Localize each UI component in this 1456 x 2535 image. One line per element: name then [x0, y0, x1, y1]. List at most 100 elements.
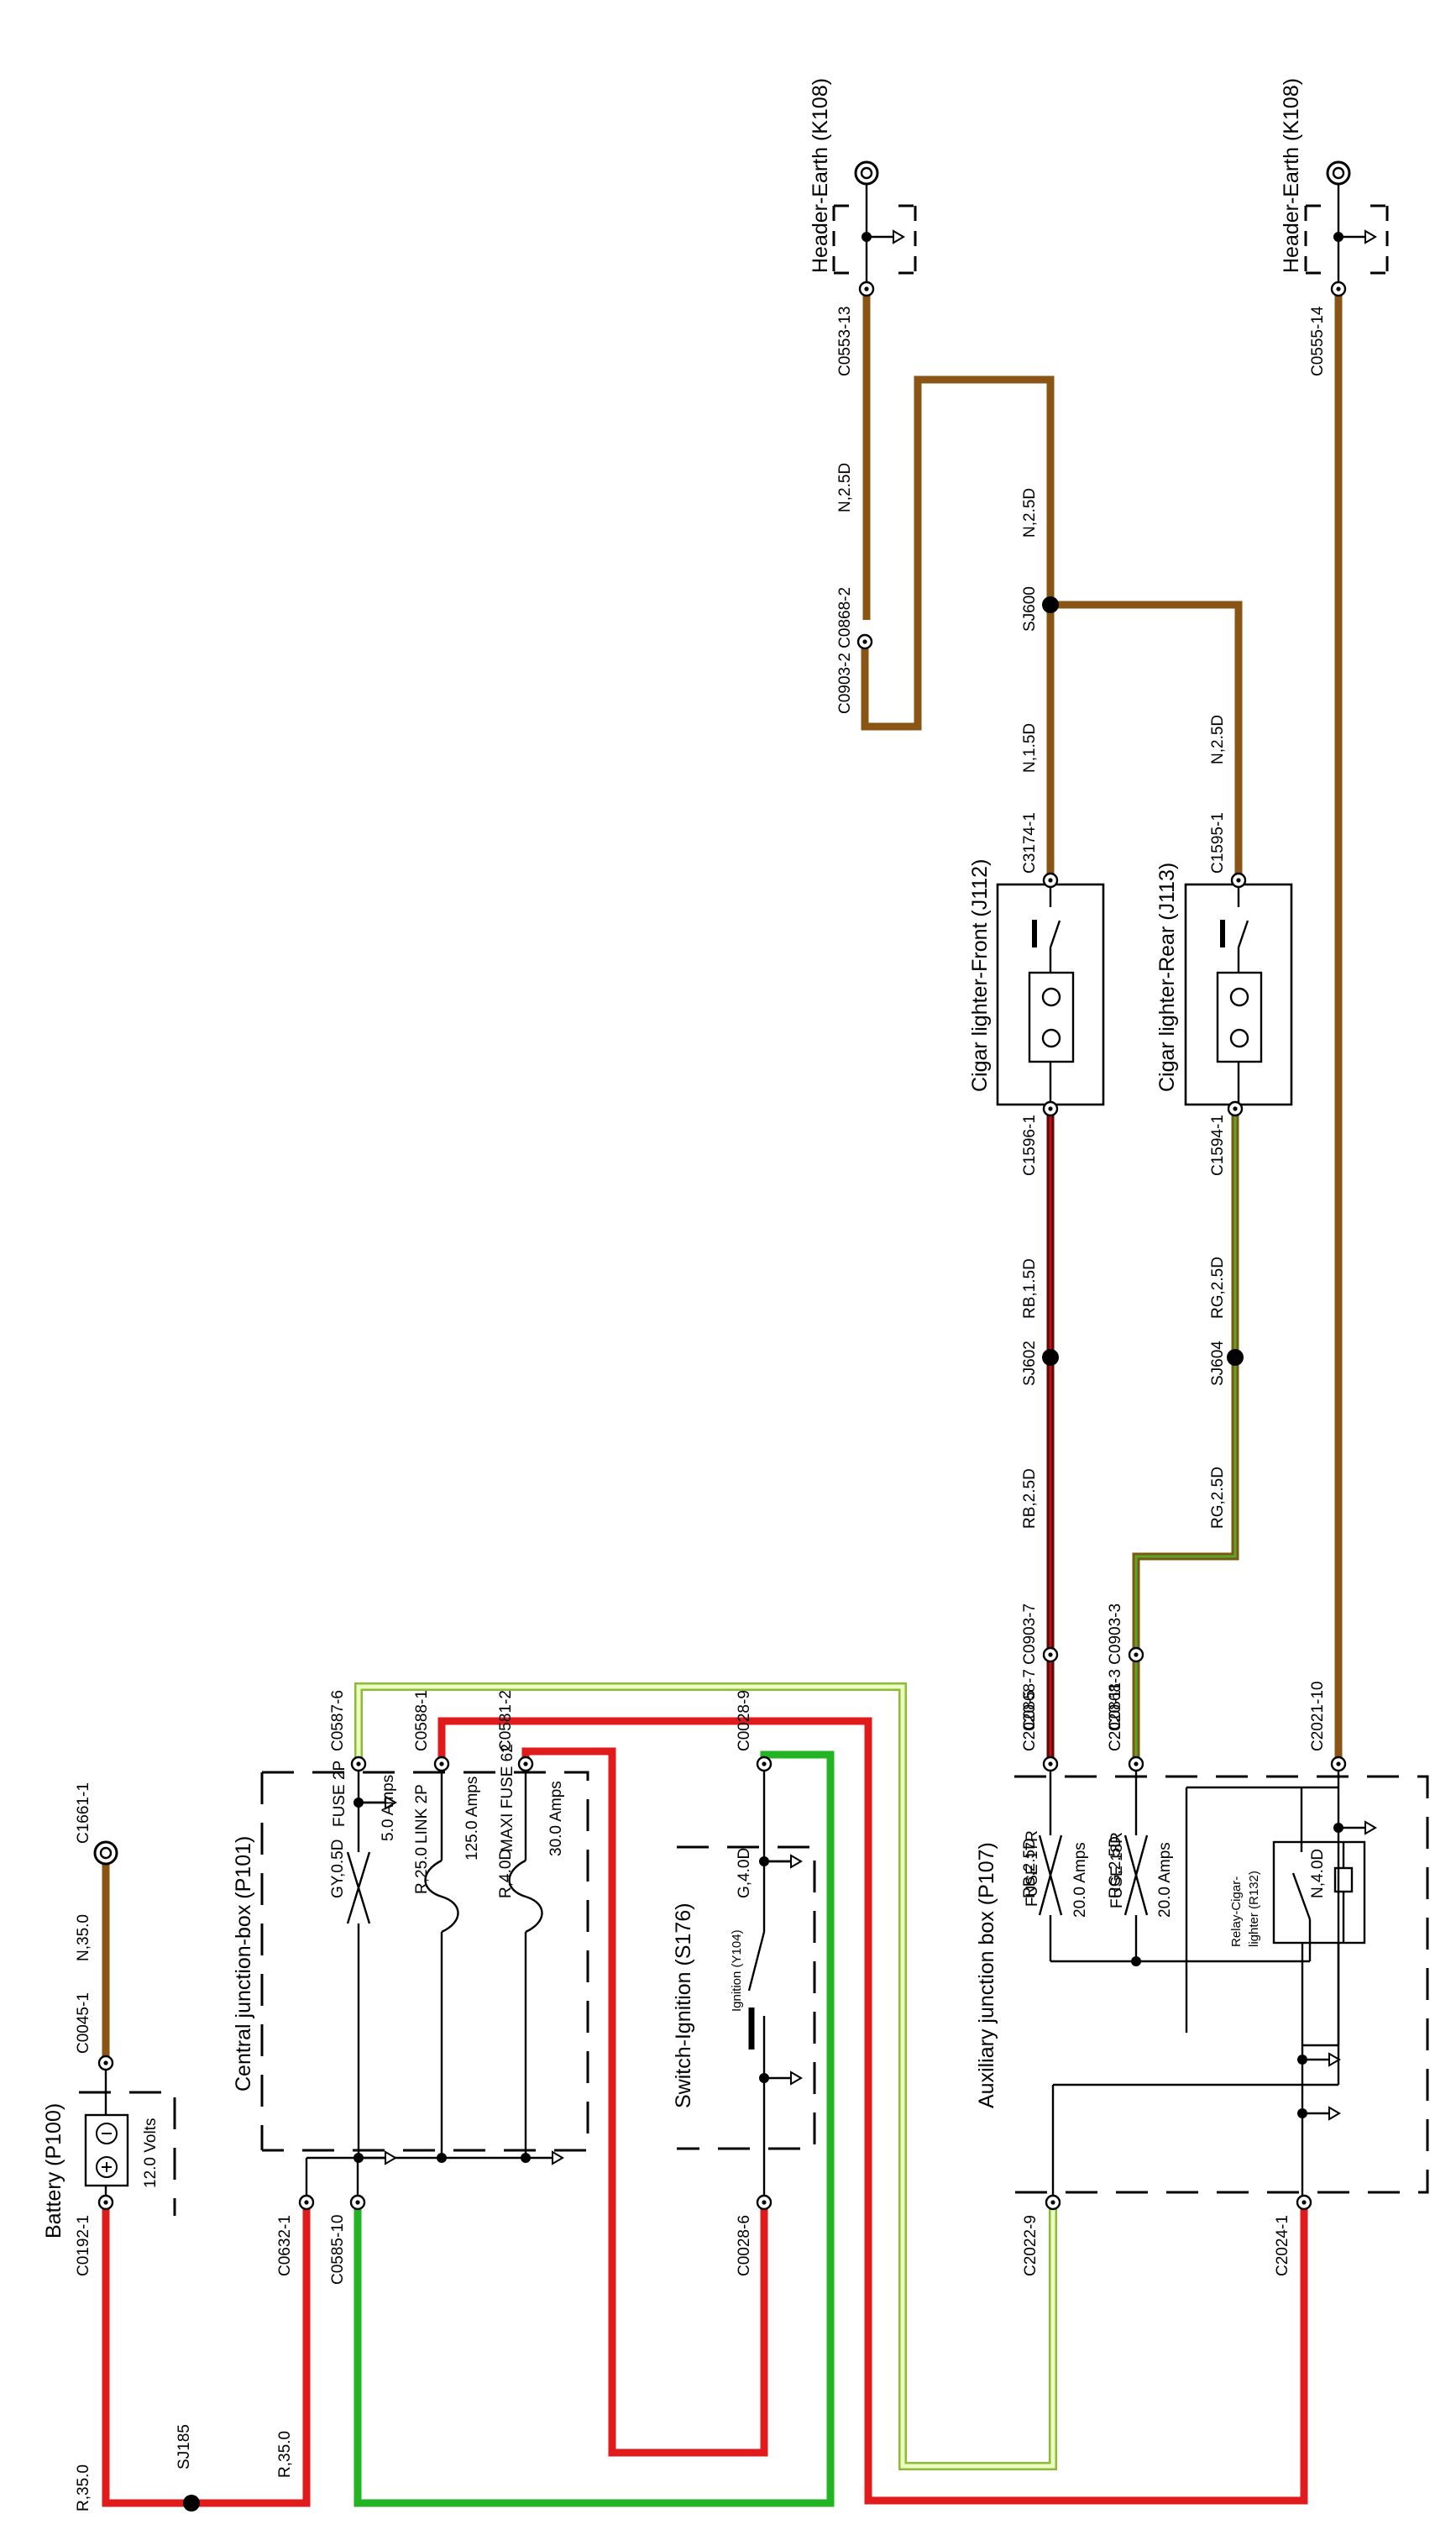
label-c0903-2-c0868-2: C0903-2 C0868-2: [836, 587, 854, 714]
wire-label-r-35-b: R,35.0: [276, 2431, 294, 2478]
label-c0192-1: C0192-1: [75, 2215, 92, 2276]
header-earth-k108-right: [1304, 160, 1389, 297]
label-c1596-1: C1596-1: [1021, 1115, 1039, 1176]
label-c0045-1: C0045-1: [75, 1992, 92, 2054]
fuse-2p-label: FUSE 2P: [331, 1761, 348, 1827]
lighter-front-switch-icon: [1049, 920, 1061, 948]
wire-label-r-25: R,25.0: [413, 1847, 431, 1894]
earth-ring-icon: [1326, 160, 1351, 186]
label-c0632-1: C0632-1: [276, 2215, 294, 2276]
label-c0588-1: C0588-1: [413, 1690, 431, 1751]
wire-label-rg-2-5d-b: RG,2.5D: [1209, 1467, 1227, 1529]
header-earth-right-title: Header-Earth (K108): [1280, 78, 1303, 273]
lighter-front-title: Cigar lighter-Front (J112): [968, 859, 992, 1092]
lighter-rear-switch-icon: [1237, 920, 1249, 948]
label-c0868-3-c0903-3: C0868-3 C0903-3: [1107, 1603, 1124, 1730]
label-c0028-9: C0028-9: [736, 1690, 753, 1751]
fuse-2p-icon: [346, 1851, 371, 1924]
fuse-17r-amps: 20.0 Amps: [1071, 1842, 1089, 1918]
earth-ring-icon: [854, 160, 879, 186]
connector-c0903-2-icon: [856, 633, 873, 650]
fuse-17r-icon: [1038, 1834, 1063, 1916]
aux-jb-title: Auxiliary junction box (P107): [975, 1842, 998, 2108]
relay-label-2: lighter (R132): [1247, 1871, 1261, 1947]
wire-label-rb-1-5d: RB,1.5D: [1021, 1258, 1039, 1319]
label-c0585-10: C0585-10: [329, 2215, 347, 2285]
wire-label-n-2-5d-a: N,2.5D: [1021, 488, 1039, 538]
fuse-18r-icon: [1123, 1834, 1149, 1916]
fuse-18r-label: FUSE 18R: [1108, 1832, 1126, 1908]
wire-r-4-0d: [521, 1747, 768, 2457]
label-c0555-14: C0555-14: [1309, 306, 1327, 376]
label-c0587-6: C0587-6: [329, 1690, 347, 1751]
wire-rg: [1132, 1111, 1239, 1761]
label-c2021-10: C2021-10: [1309, 1682, 1327, 1751]
relay-label-1: Relay-Cigar-: [1229, 1876, 1244, 1947]
ignition-contact-icon: [747, 1931, 766, 1992]
splice-sj600: [1042, 596, 1059, 613]
label-c1595-1: C1595-1: [1209, 812, 1227, 874]
link-2p-amps: 125.0 Amps: [464, 1777, 481, 1861]
link-2p-icon: [424, 1859, 459, 1934]
splice-label-sj604: SJ604: [1209, 1341, 1227, 1386]
splice-label-sj600: SJ600: [1021, 586, 1039, 632]
wire-label-g-4-0d: G,4.0D: [736, 1848, 753, 1898]
wire-label-n-2-5d-c: N,2.5D: [1209, 715, 1227, 764]
label-c2020-5: C2020-5: [1021, 1690, 1039, 1751]
ignition-switch-s176: [677, 1756, 816, 2211]
battery-p100: [79, 2055, 176, 2216]
label-c0581-2: C0581-2: [497, 1690, 515, 1751]
wire-label-n-4-0d: N,4.0D: [1309, 1849, 1327, 1898]
battery-title: Battery (P100): [42, 2103, 65, 2238]
wire-n-rear-earth: [1050, 601, 1243, 878]
wire-r-35-battery: [102, 2203, 311, 2507]
wire-label-n-1-5d: N,1.5D: [1021, 723, 1039, 773]
cigar-lighter-front-j112: [996, 872, 1105, 1117]
relay-contact-icon: [1291, 1872, 1312, 1920]
lighter-rear-title: Cigar lighter-Rear (J113): [1155, 863, 1179, 1092]
ignition-switch-sub: Ignition (Y104): [730, 1929, 744, 2012]
central-junction-box-p101: [260, 1756, 589, 2211]
central-jb-title: Central junction-box (P101): [232, 1836, 255, 2092]
battery-earth-ring-icon: [93, 1840, 118, 1866]
wire-label-rg-2-5d-a: RG,2.5D: [1107, 1836, 1124, 1898]
maxi-fuse-62-label: MAXI FUSE 62: [499, 1744, 516, 1852]
wire-label-r-4-0d: R,4.0D: [497, 1849, 515, 1898]
label-c3174-1: C3174-1: [1021, 812, 1039, 874]
connector-c0868-7-icon: [1042, 1646, 1059, 1663]
label-c1661-1: C1661-1: [75, 1782, 92, 1844]
label-c0868-7-c0903-7: C0868-7 C0903-7: [1021, 1603, 1039, 1730]
wire-g-4-0d: [354, 1750, 835, 2507]
wire-n-2-5d-loop: [861, 375, 1055, 731]
wire-r-25: [437, 1717, 1308, 2505]
wire-label-rg-2-5d-c: RG,2.5D: [1209, 1257, 1227, 1319]
fuse-17r-label: FUSE 17R: [1024, 1830, 1041, 1907]
wire-label-rb-2-5d-b: RB,2.5D: [1021, 1468, 1039, 1529]
label-c1594-1: C1594-1: [1209, 1115, 1227, 1176]
wire-label-n-35: N,35.0: [75, 1914, 92, 1961]
label-c2020-11: C2020-11: [1107, 1682, 1124, 1751]
connector-c0868-3-icon: [1128, 1646, 1144, 1663]
wire-label-r-35-a: R,35.0: [75, 2464, 92, 2511]
maxi-fuse-62-icon: [508, 1859, 543, 1934]
battery-voltage: 12.0 Volts: [142, 2118, 160, 2188]
splice-sj604: [1227, 1349, 1244, 1366]
fuse-2p-amps: 5.0 Amps: [380, 1775, 397, 1841]
splice-sj602: [1042, 1349, 1059, 1366]
maxi-fuse-62-amps: 30.0 Amps: [547, 1781, 565, 1856]
cigar-lighter-rear-j113: [1184, 872, 1293, 1117]
auxiliary-junction-box-p107: [1014, 1756, 1429, 2211]
splice-sj185: [183, 2495, 200, 2511]
fuse-18r-amps: 20.0 Amps: [1156, 1842, 1174, 1918]
wire-label-n-2-5d-b: N,2.5D: [836, 463, 854, 512]
header-earth-left-title: Header-Earth (K108): [809, 78, 832, 273]
ignition-switch-title: Switch-Ignition (S176): [672, 1903, 695, 2108]
splice-label-sj602: SJ602: [1021, 1341, 1039, 1386]
label-c0553-13: C0553-13: [836, 307, 854, 376]
label-c0028-6: C0028-6: [736, 2215, 753, 2276]
link-2p-label: LINK 2P: [413, 1784, 431, 1844]
label-c2022-9: C2022-9: [1022, 2215, 1040, 2276]
wire-label-rb-2-5d-a: RB,2.5D: [1021, 1838, 1039, 1898]
wire-label-gy-0-5d: GY,0.5D: [329, 1840, 347, 1898]
